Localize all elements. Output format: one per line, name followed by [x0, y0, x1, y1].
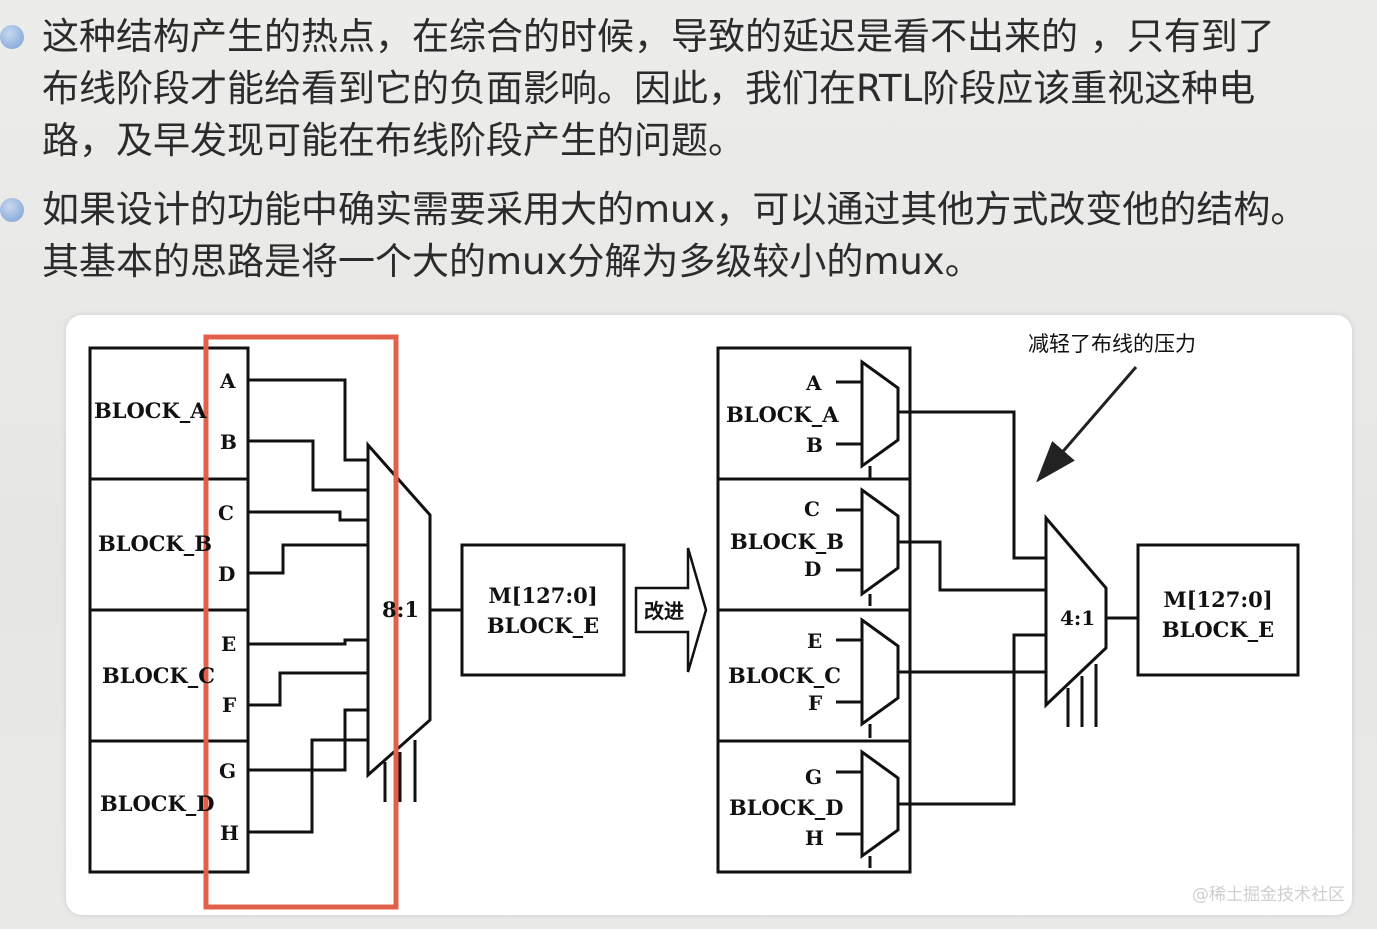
bullet-dot-icon	[0, 198, 24, 222]
left-block-d-label: BLOCK_D	[100, 791, 215, 816]
improve-label: 改进	[644, 599, 684, 623]
right-block-a-label: BLOCK_A	[726, 402, 839, 427]
mux-diagram: BLOCK_A BLOCK_B BLOCK_C BLOCK_D A B C D …	[88, 332, 1300, 910]
left-input-c: C	[218, 501, 234, 525]
right-input-b: B	[806, 433, 823, 457]
right-input-a: A	[805, 371, 822, 395]
left-input-d: D	[218, 562, 235, 586]
left-input-h: H	[220, 821, 239, 845]
left-mux-label: 8:1	[382, 597, 419, 622]
left-mux-8to1	[366, 441, 432, 779]
right-mux-b	[860, 487, 900, 597]
bullet-1-line-2: 布线阶段才能给看到它的负面影响。因此，我们在RTL阶段应该重视这种电	[42, 67, 1256, 110]
bullet-2-line-2: 其基本的思路是将一个大的mux分解为多级较小的mux。	[42, 240, 982, 283]
right-input-h: H	[805, 826, 824, 850]
annotation-text: 减轻了布线的压力	[1028, 332, 1196, 356]
right-output-line-2: BLOCK_E	[1162, 617, 1274, 642]
left-output-block	[460, 543, 626, 677]
right-mux-label: 4:1	[1060, 606, 1095, 630]
right-input-d: D	[804, 557, 821, 581]
bullet-1-line-1: 这种结构产生的热点，在综合的时候，导致的延迟是看不出来的 ，只有到了	[42, 15, 1275, 58]
right-output-line-1: M[127:0]	[1163, 587, 1272, 612]
right-block-b-label: BLOCK_B	[730, 529, 844, 554]
improve-arrow-icon	[634, 547, 708, 673]
bullet-1-line-3: 路，及早发现可能在布线阶段产生的问题。	[42, 119, 745, 162]
left-input-b: B	[220, 430, 237, 454]
left-output-line-2: BLOCK_E	[487, 613, 599, 638]
left-block-b-label: BLOCK_B	[98, 531, 212, 556]
right-block-d-label: BLOCK_D	[729, 795, 844, 820]
right-output-block	[1136, 543, 1300, 677]
right-input-e: E	[807, 629, 822, 653]
left-input-g: G	[219, 759, 236, 783]
left-input-a: A	[219, 369, 236, 393]
watermark: @稀土掘金技术社区	[1192, 885, 1345, 905]
right-input-g: G	[805, 765, 822, 789]
left-output-line-1: M[127:0]	[488, 583, 597, 608]
annotation-arrow-icon	[1036, 366, 1138, 483]
right-mux-c	[860, 617, 900, 727]
bullet-dot-icon	[0, 25, 24, 49]
mux-diagram-figure: BLOCK_A BLOCK_B BLOCK_C BLOCK_D A B C D …	[66, 315, 1352, 915]
right-mux-4to1	[1044, 513, 1108, 709]
right-mux-a	[860, 359, 900, 469]
right-input-c: C	[804, 497, 820, 521]
highlight-box	[203, 334, 399, 910]
right-input-f: F	[808, 691, 822, 715]
right-block-c-label: BLOCK_C	[728, 663, 841, 688]
left-block-c-label: BLOCK_C	[102, 663, 215, 688]
right-mux-d	[860, 749, 900, 859]
left-block-a-label: BLOCK_A	[94, 398, 207, 423]
left-input-f: F	[222, 693, 236, 717]
left-input-e: E	[221, 632, 236, 656]
bullet-2-line-1: 如果设计的功能中确实需要采用大的mux，可以通过其他方式改变他的结构。	[42, 188, 1308, 231]
